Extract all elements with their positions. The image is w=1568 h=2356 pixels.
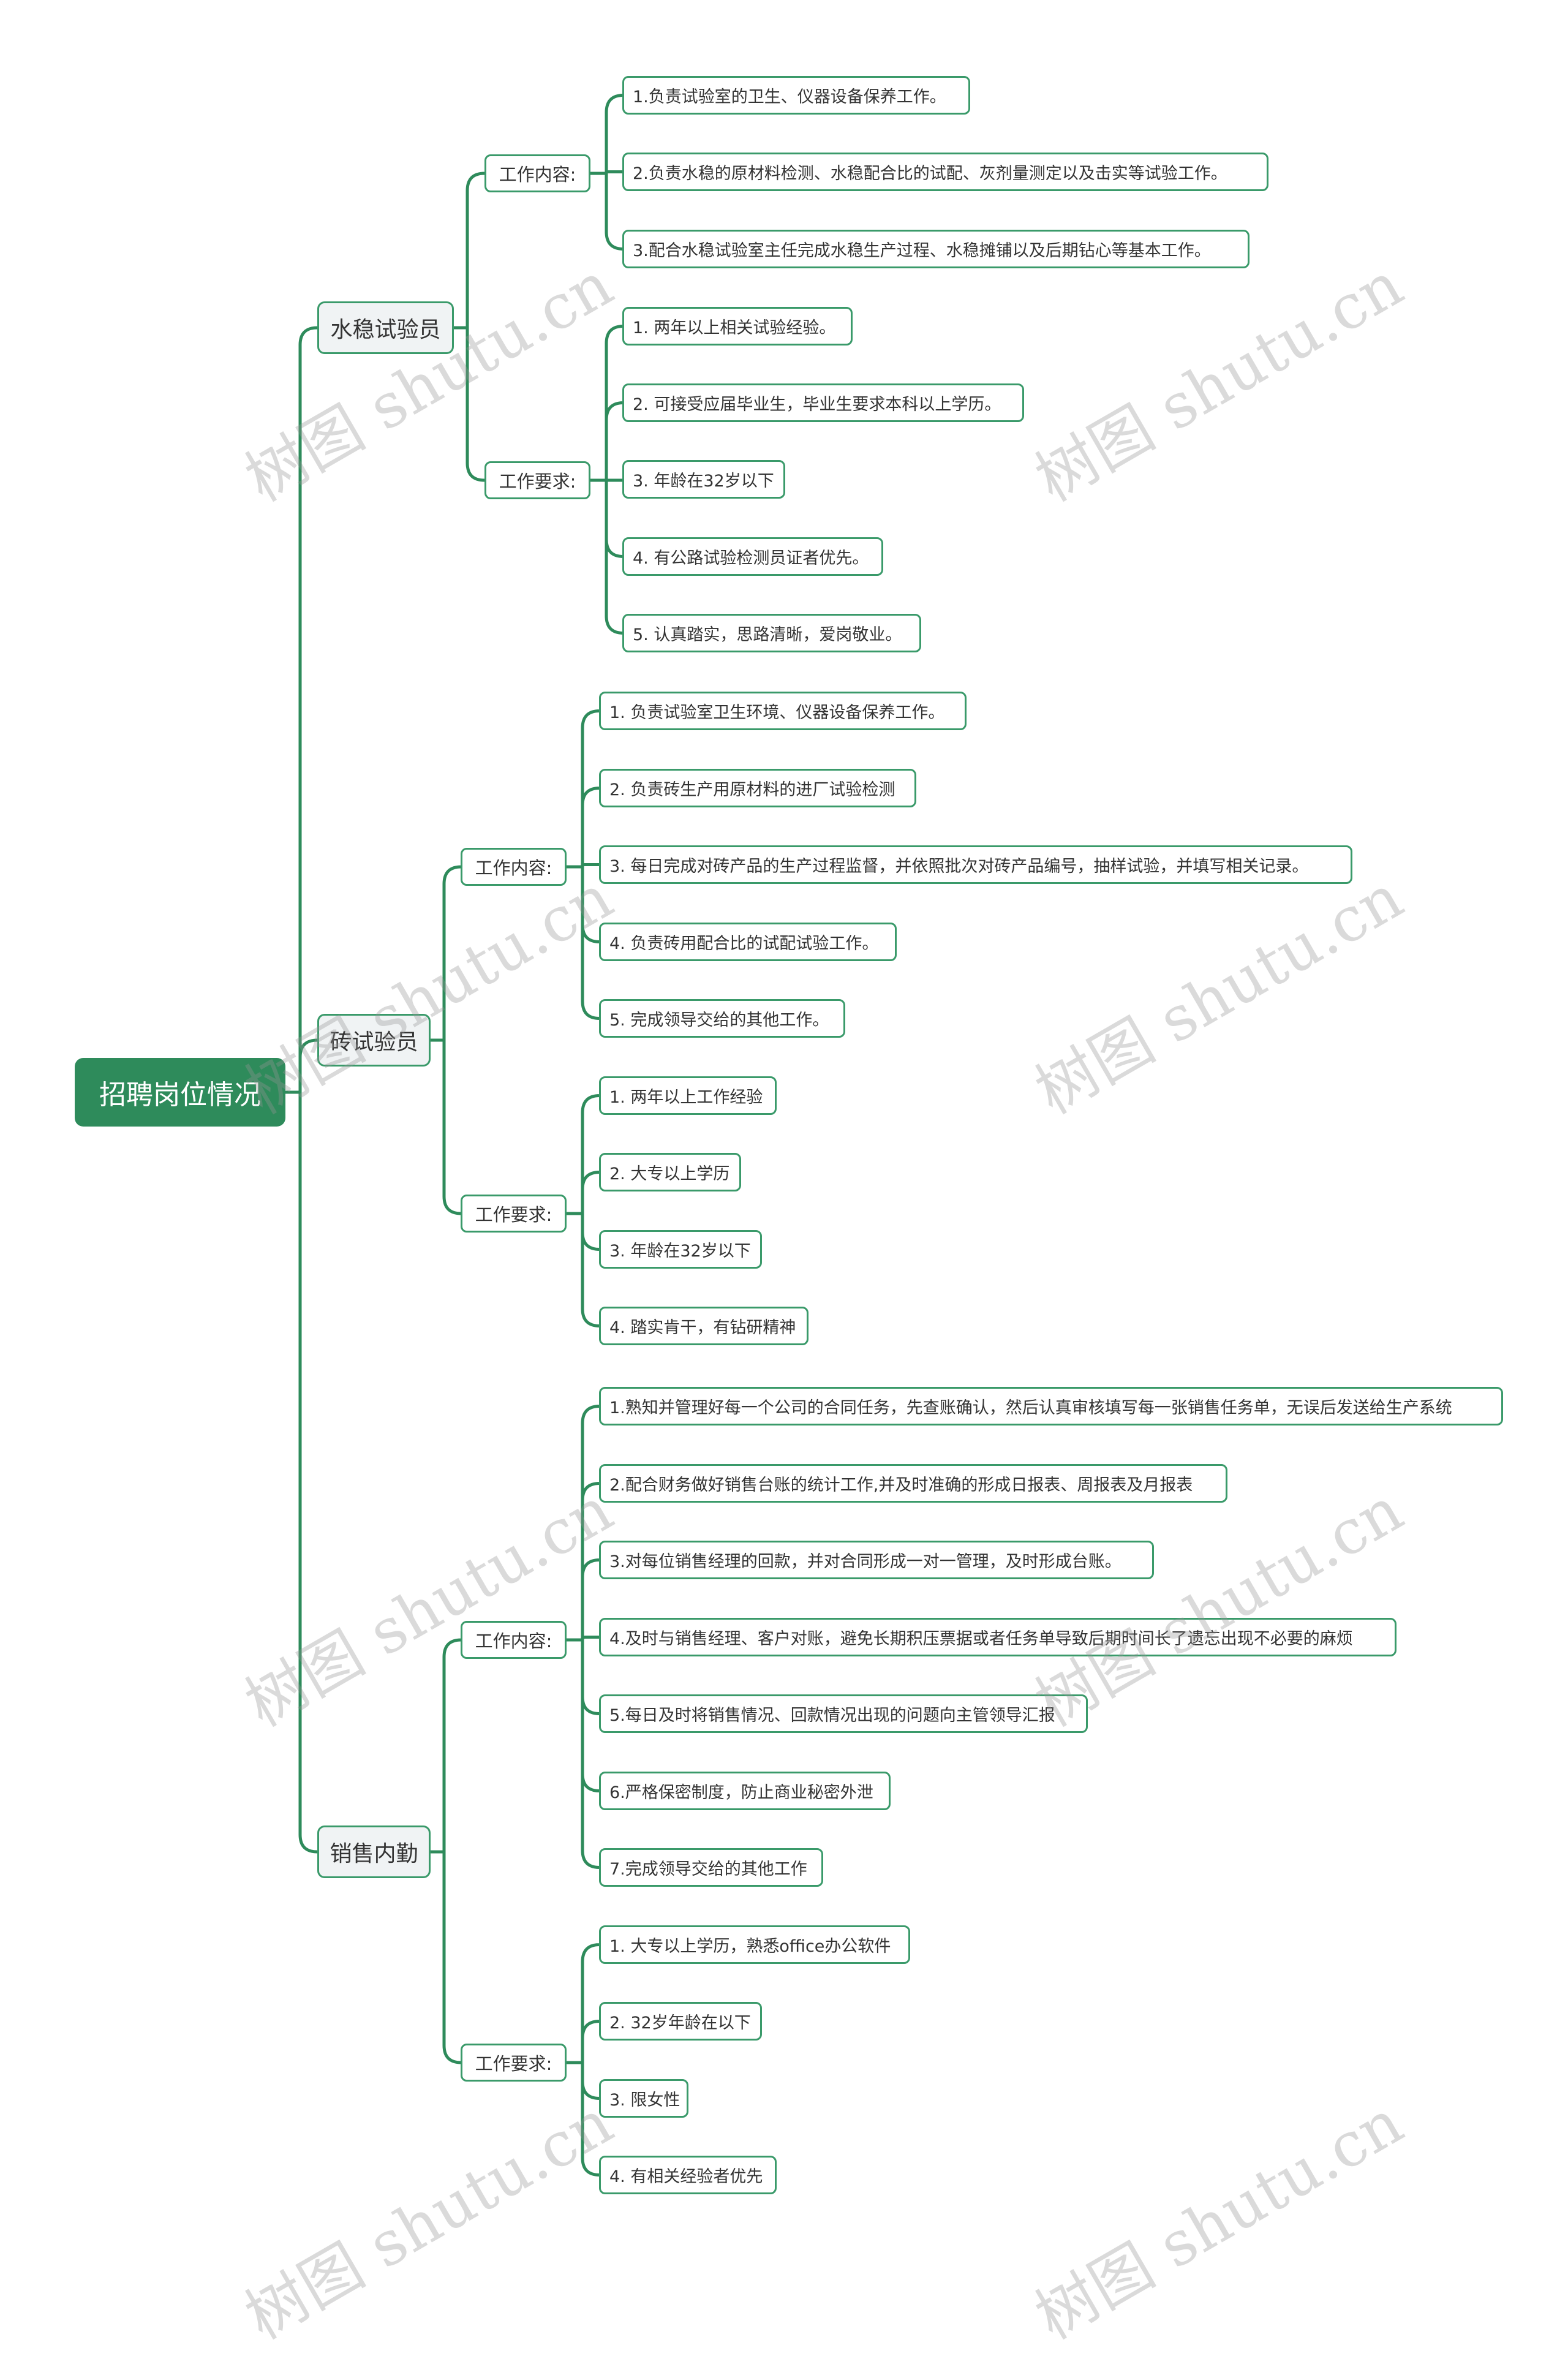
b0-requirement-item[interactable]: 2. 可接受应届毕业生，毕业生要求本科以上学历。 bbox=[622, 383, 1024, 422]
branch-sales-admin[interactable]: 销售内勤 bbox=[317, 1826, 431, 1878]
b1-requirement-item[interactable]: 3. 年龄在32岁以下 bbox=[599, 1230, 762, 1269]
connector-line bbox=[285, 326, 318, 1854]
b2-content-item[interactable]: 3.对每位销售经理的回款，并对合同形成一对一管理，及时形成台账。 bbox=[599, 1541, 1154, 1579]
b2-content-item[interactable]: 2.配合财务做好销售台账的统计工作,并及时准确的形成日报表、周报表及月报表 bbox=[599, 1464, 1227, 1503]
b0-content-item[interactable]: 1.负责试验室的卫生、仪器设备保养工作。 bbox=[622, 76, 970, 115]
b0-requirement-item[interactable]: 1. 两年以上相关试验经验。 bbox=[622, 307, 853, 345]
b1-content-item[interactable]: 1. 负责试验室卫生环境、仪器设备保养工作。 bbox=[599, 692, 967, 730]
connector-line bbox=[454, 172, 485, 482]
b1-requirement-item[interactable]: 1. 两年以上工作经验 bbox=[599, 1076, 777, 1115]
connector-line bbox=[567, 1094, 600, 1327]
b1-requirements-label[interactable]: 工作要求: bbox=[461, 1195, 567, 1233]
b0-content-item[interactable]: 3.配合水稳试验室主任完成水稳生产过程、水稳摊铺以及后期钻心等基本工作。 bbox=[622, 230, 1250, 268]
connector-line bbox=[431, 865, 462, 1215]
b1-requirement-item[interactable]: 4. 踏实肯干，有钻研精神 bbox=[599, 1307, 809, 1345]
b0-requirement-item[interactable]: 3. 年龄在32岁以下 bbox=[622, 460, 785, 499]
b2-content-item[interactable]: 5.每日及时将销售情况、回款情况出现的问题向主管领导汇报 bbox=[599, 1694, 1088, 1733]
b2-requirements-label[interactable]: 工作要求: bbox=[461, 2044, 567, 2082]
connector-line bbox=[567, 1943, 600, 2177]
b0-requirement-item[interactable]: 4. 有公路试验检测员证者优先。 bbox=[622, 537, 883, 576]
b2-content-item[interactable]: 4.及时与销售经理、客户对账，避免长期积压票据或者任务单导致后期时间长了遗忘出现… bbox=[599, 1618, 1396, 1656]
b1-content-item[interactable]: 5. 完成领导交给的其他工作。 bbox=[599, 999, 845, 1038]
b1-content-item[interactable]: 4. 负责砖用配合比的试配试验工作。 bbox=[599, 923, 897, 961]
branch-water-stable-tester[interactable]: 水稳试验员 bbox=[317, 301, 454, 354]
b1-requirement-item[interactable]: 2. 大专以上学历 bbox=[599, 1153, 741, 1191]
b2-content-item[interactable]: 1.熟知并管理好每一个公司的合同任务，先查账确认，然后认真审核填写每一张销售任务… bbox=[599, 1387, 1503, 1425]
connector-lines bbox=[285, 94, 624, 2177]
root-topic[interactable]: 招聘岗位情况 bbox=[75, 1058, 285, 1127]
connector-line bbox=[590, 94, 624, 251]
b2-requirement-item[interactable]: 2. 32岁年龄在以下 bbox=[599, 2002, 762, 2041]
b2-requirement-item[interactable]: 4. 有相关经验者优先 bbox=[599, 2156, 777, 2194]
b0-requirement-item[interactable]: 5. 认真踏实，思路清晰，爱岗敬业。 bbox=[622, 614, 921, 652]
b1-content-item[interactable]: 2. 负责砖生产用原材料的进厂试验检测 bbox=[599, 769, 916, 807]
b1-work-content-label[interactable]: 工作内容: bbox=[461, 848, 567, 886]
b2-requirement-item[interactable]: 3. 限女性 bbox=[599, 2079, 688, 2118]
b0-work-content-label[interactable]: 工作内容: bbox=[484, 154, 590, 192]
b2-work-content-label[interactable]: 工作内容: bbox=[461, 1621, 567, 1659]
b0-content-item[interactable]: 2.负责水稳的原材料检测、水稳配合比的试配、灰剂量测定以及击实等试验工作。 bbox=[622, 153, 1268, 191]
connector-line bbox=[567, 1405, 600, 1869]
connector-line bbox=[567, 709, 600, 1020]
connector-line bbox=[590, 325, 624, 635]
b2-requirement-item[interactable]: 1. 大专以上学历，熟悉office办公软件 bbox=[599, 1925, 910, 1964]
b0-requirements-label[interactable]: 工作要求: bbox=[484, 461, 590, 499]
b2-content-item[interactable]: 6.严格保密制度，防止商业秘密外泄 bbox=[599, 1772, 891, 1810]
b1-content-item[interactable]: 3. 每日完成对砖产品的生产过程监督，并依照批次对砖产品编号，抽样试验，并填写相… bbox=[599, 845, 1352, 884]
b2-content-item[interactable]: 7.完成领导交给的其他工作 bbox=[599, 1848, 823, 1887]
branch-brick-tester[interactable]: 砖试验员 bbox=[317, 1014, 431, 1067]
connector-line bbox=[431, 1638, 462, 2064]
